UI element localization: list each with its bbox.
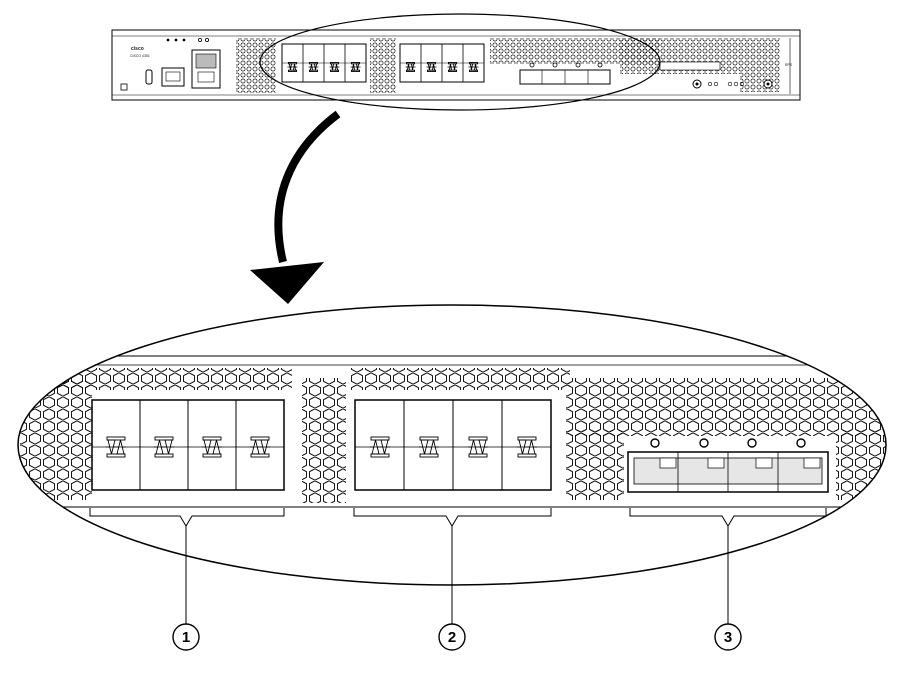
vent-center xyxy=(370,38,396,93)
sfp-latch xyxy=(308,62,319,72)
vent-right-lower xyxy=(740,74,780,92)
callout-number-2: 2 xyxy=(448,629,456,646)
zoom-arrow xyxy=(250,110,341,304)
console-port-inner xyxy=(165,71,181,82)
zoom-vent-right-top xyxy=(566,378,886,436)
sfp-latch xyxy=(517,436,537,458)
right-connectors xyxy=(659,38,791,94)
sfp-latch xyxy=(426,62,437,72)
zoom-vent-mid xyxy=(302,378,346,503)
vent-left xyxy=(236,38,276,93)
qsfp-led xyxy=(796,438,806,448)
sfp-latch xyxy=(202,436,222,458)
callout-3: 3 xyxy=(714,623,742,651)
sfp-group-1 xyxy=(91,399,285,491)
zoom-vent-top-1 xyxy=(60,368,292,390)
qsfp-group xyxy=(627,438,829,493)
qsfp-led xyxy=(747,438,757,448)
zoom-vent-right-right xyxy=(836,430,886,500)
sfp-latch xyxy=(370,436,390,458)
rps-label: RPS xyxy=(785,63,793,67)
sfp-latch xyxy=(419,436,439,458)
callout-number-1: 1 xyxy=(182,629,190,646)
zoom-vent-right-left xyxy=(566,430,624,500)
qsfp-group-small xyxy=(519,62,611,85)
sfp-latch xyxy=(350,62,361,72)
zoom-vent-top-2 xyxy=(350,368,570,390)
status-leds xyxy=(166,38,209,43)
zoom-source-ellipse xyxy=(259,13,661,111)
sfp-latch xyxy=(250,436,270,458)
sfp-latch xyxy=(154,436,174,458)
sfp-latch xyxy=(287,62,298,72)
power-button[interactable] xyxy=(120,83,128,91)
callout-number-3: 3 xyxy=(724,629,732,646)
sfp-group-2 xyxy=(354,399,552,491)
sfp-latch xyxy=(447,62,458,72)
mgmt-port-lower xyxy=(197,71,215,83)
sfp-latch xyxy=(468,436,488,458)
sfp-latch xyxy=(106,436,126,458)
callout-1: 1 xyxy=(172,623,200,651)
qsfp-led xyxy=(699,438,709,448)
model-label: CISCO 4351 xyxy=(130,54,150,58)
mgmt-port-inner xyxy=(195,53,217,69)
qsfp-led xyxy=(650,438,660,448)
zoomed-detail xyxy=(17,304,887,624)
zoom-vent-left xyxy=(20,380,92,500)
sfp-latches xyxy=(106,62,537,458)
callout-2: 2 xyxy=(438,623,466,651)
brand-logo: cisco xyxy=(131,46,144,52)
sfp-latch xyxy=(405,62,416,72)
chassis-front-panel: cisco CISCO 4351 xyxy=(111,29,801,101)
sfp-latch xyxy=(329,62,340,72)
usb-port[interactable] xyxy=(145,69,153,85)
sfp-latch xyxy=(468,62,479,72)
